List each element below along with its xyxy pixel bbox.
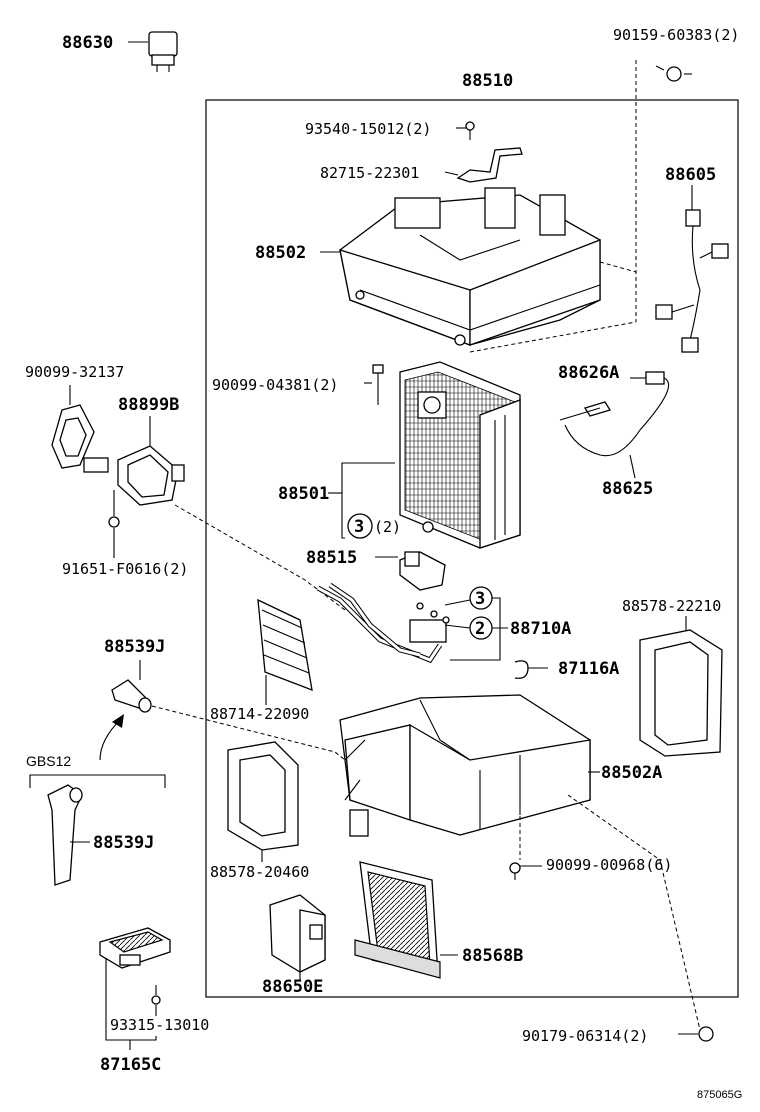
label-90159: 90159-60383(2) xyxy=(613,26,739,44)
label-88502A: 88502A xyxy=(601,763,662,783)
gbs12-bracket xyxy=(29,774,166,788)
screw-90159 xyxy=(635,60,692,322)
screw-90099-00968 xyxy=(509,862,542,880)
circle-3-text-pipe: 3 xyxy=(475,589,485,609)
lower-case-88502A xyxy=(339,694,701,1031)
bolt-90099-04381 xyxy=(364,364,384,405)
label-88650E: 88650E xyxy=(262,977,323,997)
label-88605: 88605 xyxy=(665,165,716,185)
label-88539J-top: 88539J xyxy=(104,637,165,657)
label-88578-20460: 88578-20460 xyxy=(210,863,309,881)
label-87165C: 87165C xyxy=(100,1055,161,1075)
label-88501: 88501 xyxy=(278,484,329,504)
blower-88899B xyxy=(83,416,185,506)
circle-2-text-pipe: 2 xyxy=(475,619,485,639)
label-88568B: 88568B xyxy=(462,946,523,966)
label-qty-2: (2) xyxy=(374,518,401,536)
hose-88539J-top xyxy=(111,660,152,713)
circle-3-ref-evap xyxy=(347,513,373,539)
hose-88539J-bottom xyxy=(47,784,90,886)
assembly-frame xyxy=(205,99,739,998)
relay-88630 xyxy=(128,31,178,72)
label-93540: 93540-15012(2) xyxy=(305,120,431,138)
seal-88578-22210 xyxy=(639,616,723,757)
label-88714: 88714-22090 xyxy=(210,705,309,723)
resistor-87165C xyxy=(99,927,171,1050)
label-88625: 88625 xyxy=(602,479,653,499)
harness-88605 xyxy=(655,185,729,353)
arrow xyxy=(99,719,121,761)
label-90179: 90179-06314(2) xyxy=(522,1027,648,1045)
screw-91651 xyxy=(108,490,120,558)
label-88502: 88502 xyxy=(255,243,306,263)
filter-88568B xyxy=(354,861,458,979)
label-87116A: 87116A xyxy=(558,659,619,679)
thermistor-88625 xyxy=(559,371,669,479)
label-91651: 91651-F0616(2) xyxy=(62,560,188,578)
label-90099-00968: 90099-00968(6) xyxy=(546,856,672,874)
filter-88714 xyxy=(257,598,313,705)
label-88710A: 88710A xyxy=(510,619,571,639)
label-88626A: 88626A xyxy=(558,363,619,383)
label-88899B: 88899B xyxy=(118,395,179,415)
label-88510: 88510 xyxy=(462,71,513,91)
gasket-90099-32137 xyxy=(51,385,95,469)
label-90099-04381: 90099-04381(2) xyxy=(212,376,338,394)
clip-87116A xyxy=(514,660,548,679)
label-93315: 93315-13010 xyxy=(110,1016,209,1034)
screw-93540 xyxy=(456,121,475,140)
label-88630: 88630 xyxy=(62,33,113,53)
pipe-88710A xyxy=(316,582,471,664)
amplifier-88650E xyxy=(269,894,326,980)
label-90099-32137: 90099-32137 xyxy=(25,363,124,381)
label-gbs12: GBS12 xyxy=(26,753,71,769)
label-88578-22210: 88578-22210 xyxy=(622,597,721,615)
label-88515: 88515 xyxy=(306,548,357,568)
reference-code: 875065G xyxy=(697,1089,742,1101)
label-82715: 82715-22301 xyxy=(320,164,419,182)
upper-case-88502 xyxy=(320,187,637,353)
circle-3-text-evap: 3 xyxy=(354,517,364,537)
seal-88578-20460 xyxy=(227,741,299,862)
screw-90179 xyxy=(678,1026,714,1042)
evaporator-88501 xyxy=(399,361,521,549)
label-88539J-bottom: 88539J xyxy=(93,833,154,853)
valve-88515 xyxy=(375,551,446,591)
bracket-82715 xyxy=(444,147,523,183)
